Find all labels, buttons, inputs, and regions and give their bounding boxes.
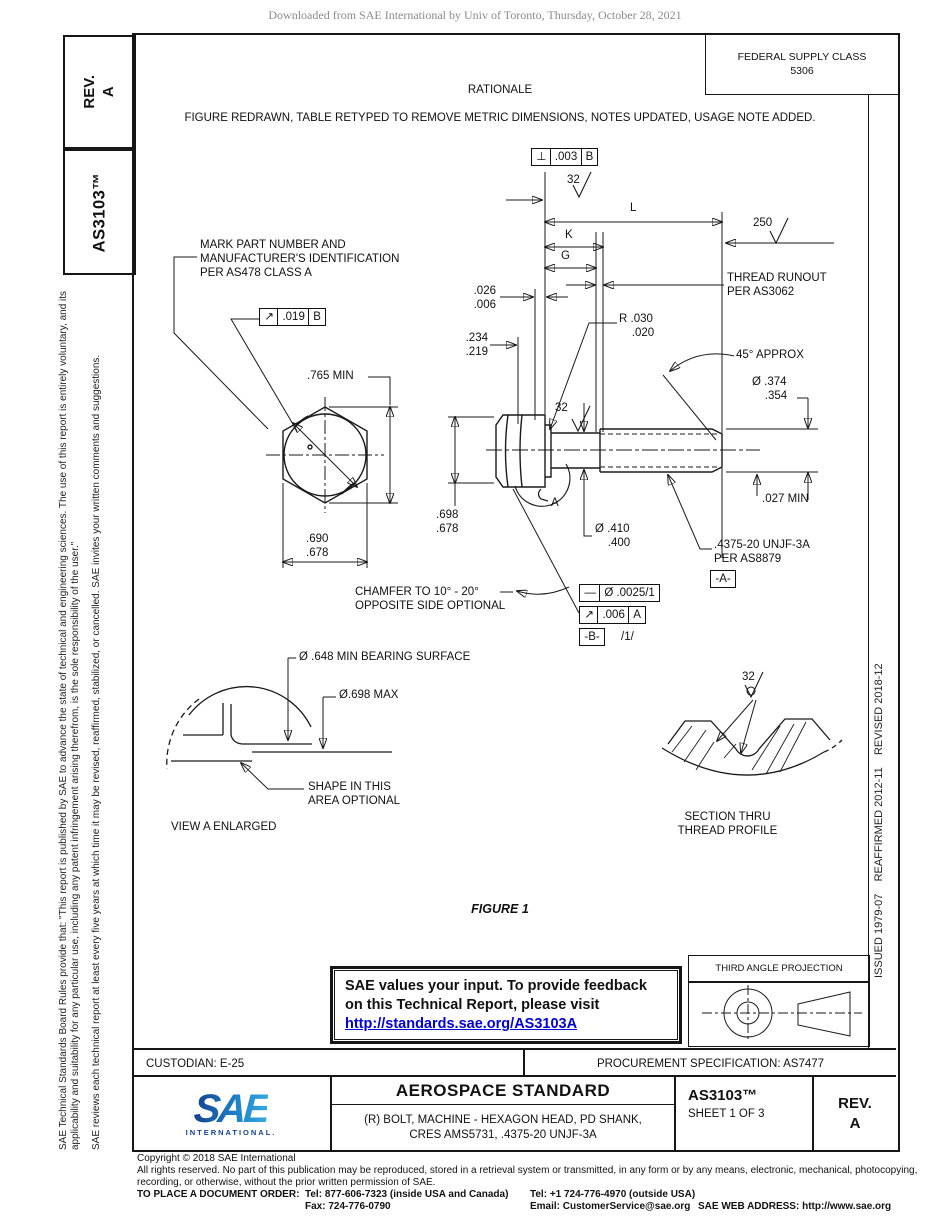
footer-fax: Fax: 724-776-0790	[305, 1201, 391, 1212]
doc-number-label: AS3103™	[90, 172, 109, 252]
federal-supply-class-box: FEDERAL SUPPLY CLASS 5306	[705, 34, 898, 95]
revision-history: ISSUED 1979-07 REAFFIRMED 2012-11 REVISE…	[873, 663, 885, 978]
sheet-number: SHEET 1 OF 3	[688, 1108, 765, 1120]
rationale-title: RATIONALE	[467, 84, 533, 96]
disclaimer-paragraph-2: SAE reviews each technical report at lea…	[90, 354, 102, 1150]
sae-logo-text: SAE	[192, 1086, 270, 1131]
footer-tel-outside: Tel: +1 724-776-4970 (outside USA)	[530, 1189, 696, 1200]
fsc-value: 5306	[790, 65, 814, 77]
projection-title: THIRD ANGLE PROJECTION	[689, 956, 869, 983]
footer-email: Email: CustomerService@sae.org	[530, 1201, 691, 1212]
fsc-label: FEDERAL SUPPLY CLASS	[737, 50, 867, 63]
doc-number-box: AS3103™	[63, 149, 136, 275]
standard-type: AEROSPACE STANDARD	[332, 1077, 674, 1105]
figure-caption: FIGURE 1	[471, 902, 529, 916]
footer-web: SAE WEB ADDRESS: http://www.sae.org	[698, 1201, 892, 1212]
doc-number-cell: AS3103™ SHEET 1 OF 3	[676, 1077, 814, 1150]
footer-rights-1: All rights reserved. No part of this pub…	[137, 1165, 918, 1176]
third-angle-projection-box: THIRD ANGLE PROJECTION	[688, 955, 870, 1047]
rev-cell: REV. A	[838, 1095, 872, 1132]
footer-order-label: TO PLACE A DOCUMENT ORDER:	[137, 1189, 300, 1200]
doc-number-value: AS3103™	[688, 1087, 758, 1104]
feedback-box: SAE values your input. To provide feedba…	[330, 966, 682, 1044]
footer-rights-2: recording, or otherwise, without the pri…	[137, 1177, 436, 1188]
drawing-border	[132, 33, 900, 1152]
sae-disclaimer: SAE Technical Standards Board Rules prov…	[58, 282, 111, 1150]
custodian-cell: CUSTODIAN: E-25	[146, 1057, 245, 1070]
procurement-cell: PROCUREMENT SPECIFICATION: AS7477	[523, 1050, 896, 1077]
revision-column-divider	[868, 95, 869, 1048]
rev-box: REV. A	[63, 35, 136, 149]
footer-tel-inside: Tel: 877-606-7323 (inside USA and Canada…	[305, 1189, 509, 1200]
feedback-line-1: SAE values your input. To provide feedba…	[345, 978, 647, 994]
download-banner: Downloaded from SAE International by Uni…	[268, 8, 682, 22]
sae-logo-subtext: INTERNATIONAL.	[185, 1127, 277, 1137]
rev-box-label: REV. A	[80, 75, 117, 109]
feedback-link[interactable]: http://standards.sae.org/AS3103A	[345, 1016, 578, 1033]
sae-logo: SAE INTERNATIONAL.	[132, 1077, 332, 1150]
custodian-row: CUSTODIAN: E-25 PROCUREMENT SPECIFICATIO…	[132, 1048, 896, 1077]
rationale-text: FIGURE REDRAWN, TABLE RETYPED TO REMOVE …	[184, 112, 816, 124]
disclaimer-paragraph-1: SAE Technical Standards Board Rules prov…	[58, 290, 81, 1150]
feedback-box-inner: SAE values your input. To provide feedba…	[334, 970, 678, 1040]
footer-copyright: Copyright © 2018 SAE International	[137, 1153, 296, 1164]
feedback-line-2: on this Technical Report, please visit	[345, 997, 600, 1014]
title-block: SAE INTERNATIONAL. AEROSPACE STANDARD (R…	[132, 1075, 896, 1150]
standard-title-cell: AEROSPACE STANDARD (R) BOLT, MACHINE - H…	[332, 1077, 676, 1150]
document-title: (R) BOLT, MACHINE - HEXAGON HEAD, PD SHA…	[364, 1113, 642, 1141]
